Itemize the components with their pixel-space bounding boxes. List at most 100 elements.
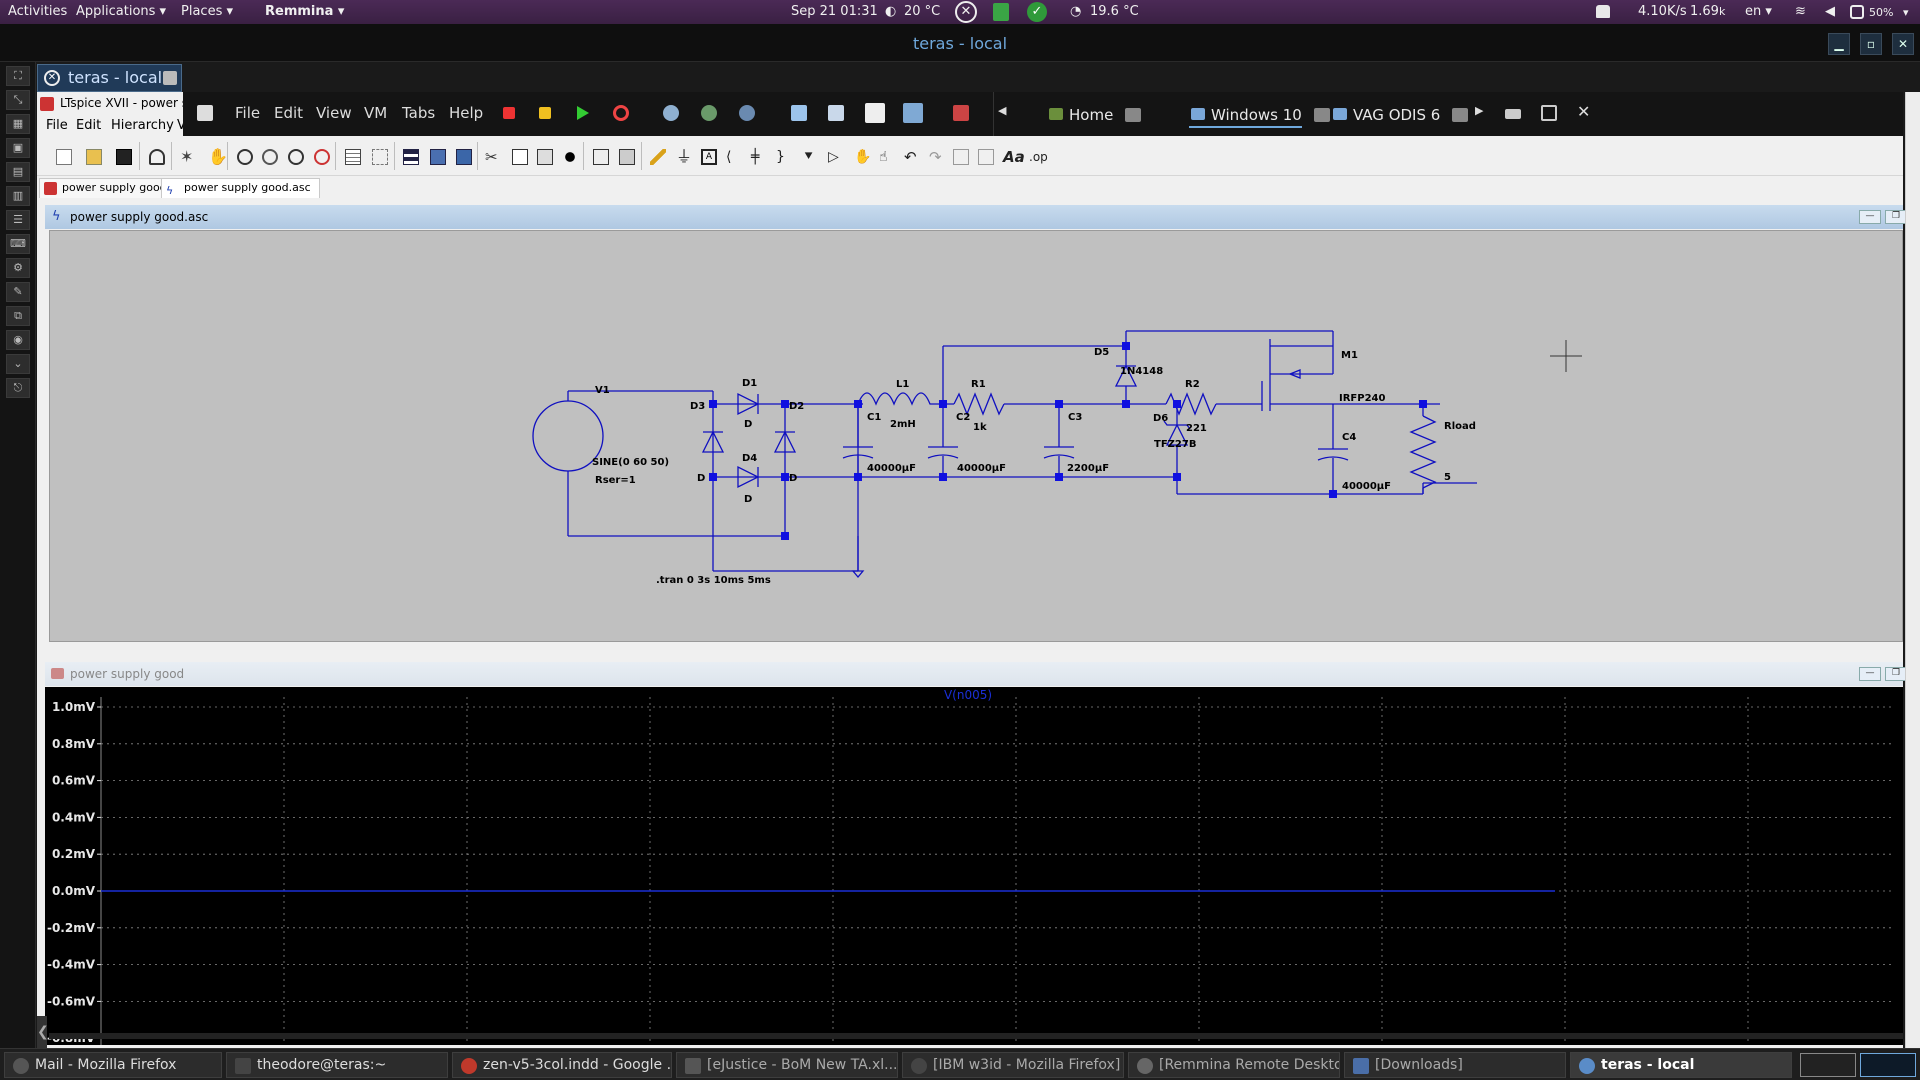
- snapshot-icon[interactable]: [663, 105, 679, 121]
- close-circle-icon[interactable]: ✕: [955, 1, 977, 23]
- rt-menu-file[interactable]: File: [235, 104, 261, 122]
- zoom-cancel-icon[interactable]: [309, 144, 333, 168]
- mdi-minimize-button[interactable]: —: [1859, 210, 1881, 224]
- draw-wire-icon[interactable]: [645, 144, 669, 168]
- language-menu[interactable]: en ▾: [1745, 4, 1772, 19]
- tab-close-icon[interactable]: [1452, 108, 1469, 122]
- task-ejustice[interactable]: [eJustice - BoM New TA.xl...: [676, 1052, 898, 1078]
- vertical-scrollbar[interactable]: [1905, 92, 1920, 1048]
- print-preview-icon[interactable]: [614, 144, 638, 168]
- redo-icon[interactable]: ↷: [929, 148, 942, 166]
- tile-horizontal-icon[interactable]: [398, 144, 422, 168]
- task-mail-firefox[interactable]: Mail - Mozilla Firefox: [4, 1052, 222, 1078]
- multimonitor-icon[interactable]: ▥: [6, 186, 30, 206]
- unity-icon[interactable]: [903, 103, 923, 123]
- paste-icon[interactable]: [532, 144, 556, 168]
- settings-icon[interactable]: ⚙: [6, 258, 30, 278]
- doc-tab-plot[interactable]: power supply good: [39, 178, 176, 198]
- remmina-menu-icon[interactable]: [197, 105, 213, 121]
- zoom-full-icon[interactable]: [257, 144, 281, 168]
- schematic-canvas[interactable]: V1 SINE(0 60 50) Rser=1 D1 D2 D3 D4 D D …: [49, 230, 1903, 642]
- tile-vertical-icon[interactable]: [425, 144, 449, 168]
- grab-icon[interactable]: ▣: [6, 138, 30, 158]
- resistor-icon[interactable]: ⟨: [726, 149, 732, 165]
- task-google-chrome[interactable]: zen-v5-3col.indd - Google ...: [452, 1052, 672, 1078]
- volume-icon[interactable]: ◀: [1825, 4, 1835, 19]
- fullscreen-icon[interactable]: ⛶: [6, 66, 30, 86]
- rt-menu-edit[interactable]: Edit: [274, 104, 304, 122]
- mirror-icon[interactable]: [973, 144, 997, 168]
- disconnect-icon[interactable]: ⎋: [6, 378, 30, 398]
- undo-icon[interactable]: ↶: [904, 148, 917, 166]
- zoom-out-icon[interactable]: [283, 144, 307, 168]
- lt-menu-file[interactable]: File: [46, 118, 68, 133]
- task-downloads[interactable]: [Downloads]: [1344, 1052, 1566, 1078]
- print-icon[interactable]: [588, 144, 612, 168]
- manage-snapshots-icon[interactable]: [739, 105, 755, 121]
- toolbar-close-icon[interactable]: ✕: [1577, 102, 1591, 121]
- lt-menu-hierarchy[interactable]: Hierarchy: [111, 118, 174, 133]
- power-menu-icon[interactable]: ▾: [1903, 6, 1909, 19]
- sensor-temp[interactable]: 19.6 °C: [1090, 4, 1139, 19]
- clock[interactable]: Sep 21 01:31: [791, 4, 878, 19]
- toolbar-minimize-icon[interactable]: [1505, 109, 1521, 119]
- mdi-minimize-button[interactable]: —: [1859, 667, 1881, 681]
- disconnect-vm-icon[interactable]: [953, 105, 969, 121]
- tab-close-icon[interactable]: [1125, 108, 1142, 122]
- rt-menu-vm[interactable]: VM: [364, 104, 388, 122]
- save-icon[interactable]: [111, 144, 135, 168]
- workspace-2[interactable]: [1860, 1053, 1916, 1077]
- fit-window-icon[interactable]: ⤡: [6, 90, 30, 110]
- rotate-icon[interactable]: [948, 144, 972, 168]
- minimize-button[interactable]: ▁: [1828, 33, 1850, 55]
- screen-icon[interactable]: [828, 105, 844, 121]
- spice-directive-icon[interactable]: .op: [1029, 150, 1048, 164]
- copy-icon[interactable]: [507, 144, 531, 168]
- close-button[interactable]: ✕: [1892, 33, 1914, 55]
- keyboard-icon[interactable]: ⌨: [6, 234, 30, 254]
- mdi-restore-button[interactable]: ❐: [1885, 210, 1907, 224]
- activities-button[interactable]: Activities: [8, 4, 68, 19]
- minimize-icon[interactable]: ⌄: [6, 354, 30, 374]
- capacitor-icon[interactable]: ╪: [751, 149, 760, 165]
- remote-tab-home[interactable]: Home: [1047, 102, 1142, 128]
- lt-menu-view[interactable]: V: [177, 118, 186, 133]
- pause-icon[interactable]: [539, 107, 551, 119]
- new-schematic-icon[interactable]: [51, 144, 75, 168]
- task-teras-local[interactable]: teras - local: [1570, 1052, 1792, 1078]
- ground-icon[interactable]: ⏚: [676, 147, 693, 166]
- cut-icon[interactable]: ✂: [485, 148, 498, 166]
- play-icon[interactable]: [577, 106, 589, 120]
- mdi-restore-button[interactable]: ❐: [1885, 667, 1907, 681]
- drag-icon[interactable]: ☝: [879, 149, 888, 165]
- lt-menu-edit[interactable]: Edit: [76, 118, 102, 133]
- rt-menu-view[interactable]: View: [316, 104, 352, 122]
- battery-level[interactable]: 50%: [1869, 6, 1894, 19]
- maximize-button[interactable]: ▫: [1860, 33, 1882, 55]
- label-net-icon[interactable]: A: [696, 144, 720, 168]
- reset-icon[interactable]: [613, 105, 629, 121]
- horizontal-scrollbar[interactable]: [49, 1033, 1903, 1039]
- find-icon[interactable]: [557, 144, 581, 168]
- remmina-connection-tab[interactable]: ✕ teras - local: [37, 64, 182, 92]
- diode-icon[interactable]: ⯆: [803, 149, 815, 165]
- control-panel-icon[interactable]: [144, 144, 168, 168]
- weather-temp[interactable]: 20 °C: [904, 4, 941, 19]
- tabs-scroll-right-icon[interactable]: ▶: [1475, 104, 1484, 117]
- wifi-icon[interactable]: ≋: [1795, 4, 1806, 19]
- run-icon[interactable]: ✶: [180, 147, 194, 166]
- task-remmina[interactable]: [Remmina Remote Deskto...: [1128, 1052, 1340, 1078]
- tools-icon[interactable]: ✎: [6, 282, 30, 302]
- task-ibm-firefox[interactable]: [IBM w3id - Mozilla Firefox]: [902, 1052, 1124, 1078]
- scroll-left-arrow[interactable]: ❮: [37, 1016, 49, 1048]
- autorange-icon[interactable]: [340, 144, 364, 168]
- zoom-in-icon[interactable]: [232, 144, 256, 168]
- system-monitor-icon[interactable]: [993, 3, 1009, 21]
- remmina-app-menu[interactable]: Remmina ▾: [265, 4, 345, 19]
- text-icon[interactable]: Aa: [1003, 148, 1025, 166]
- rt-menu-tabs[interactable]: Tabs: [402, 104, 436, 122]
- window-icon[interactable]: [791, 105, 807, 121]
- scale-icon[interactable]: ▦: [6, 114, 30, 134]
